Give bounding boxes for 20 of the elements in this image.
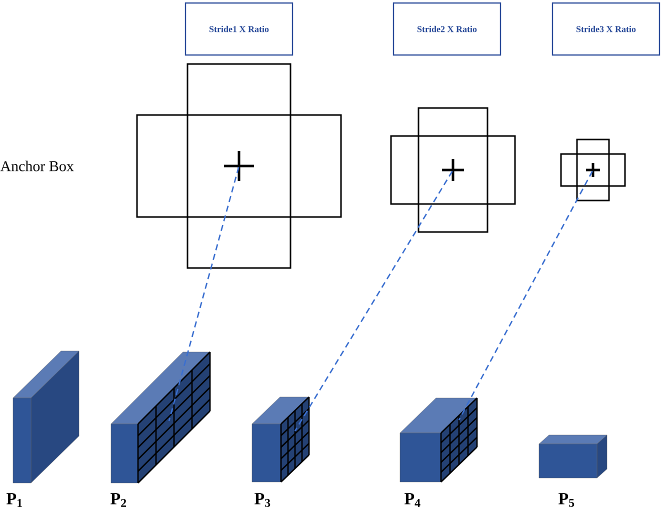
anchor-box-drawing bbox=[560, 138, 626, 202]
feature-map-drawing bbox=[538, 434, 608, 478]
dashed-leader-line bbox=[168, 167, 240, 422]
feature-map-drawing bbox=[252, 396, 310, 482]
feature-map-drawing bbox=[110, 352, 211, 484]
feature-label: P$_{5}$ bbox=[558, 493, 574, 507]
feature-label: P$_{2}$ bbox=[110, 493, 126, 507]
ratio-box: Stride3 X Ratio bbox=[552, 2, 660, 56]
anchor-box-drawing bbox=[136, 63, 342, 269]
anchor-box-drawing bbox=[390, 107, 516, 233]
feature-label: P$_{1}$ bbox=[6, 493, 22, 507]
ratio-box: Stride1 X Ratio bbox=[184, 2, 294, 56]
feature-label: P$_{4}$ bbox=[404, 493, 420, 507]
dashed-leader-line bbox=[294, 170, 453, 432]
feature-label: P$_{3}$ bbox=[254, 493, 270, 507]
feature-map-drawing bbox=[400, 398, 478, 482]
feature-map-drawing bbox=[12, 350, 80, 484]
ratio-box: Stride2 X Ratio bbox=[392, 2, 502, 56]
side-label: Anchor Box bbox=[0, 160, 74, 172]
dashed-leader-line bbox=[458, 170, 593, 420]
